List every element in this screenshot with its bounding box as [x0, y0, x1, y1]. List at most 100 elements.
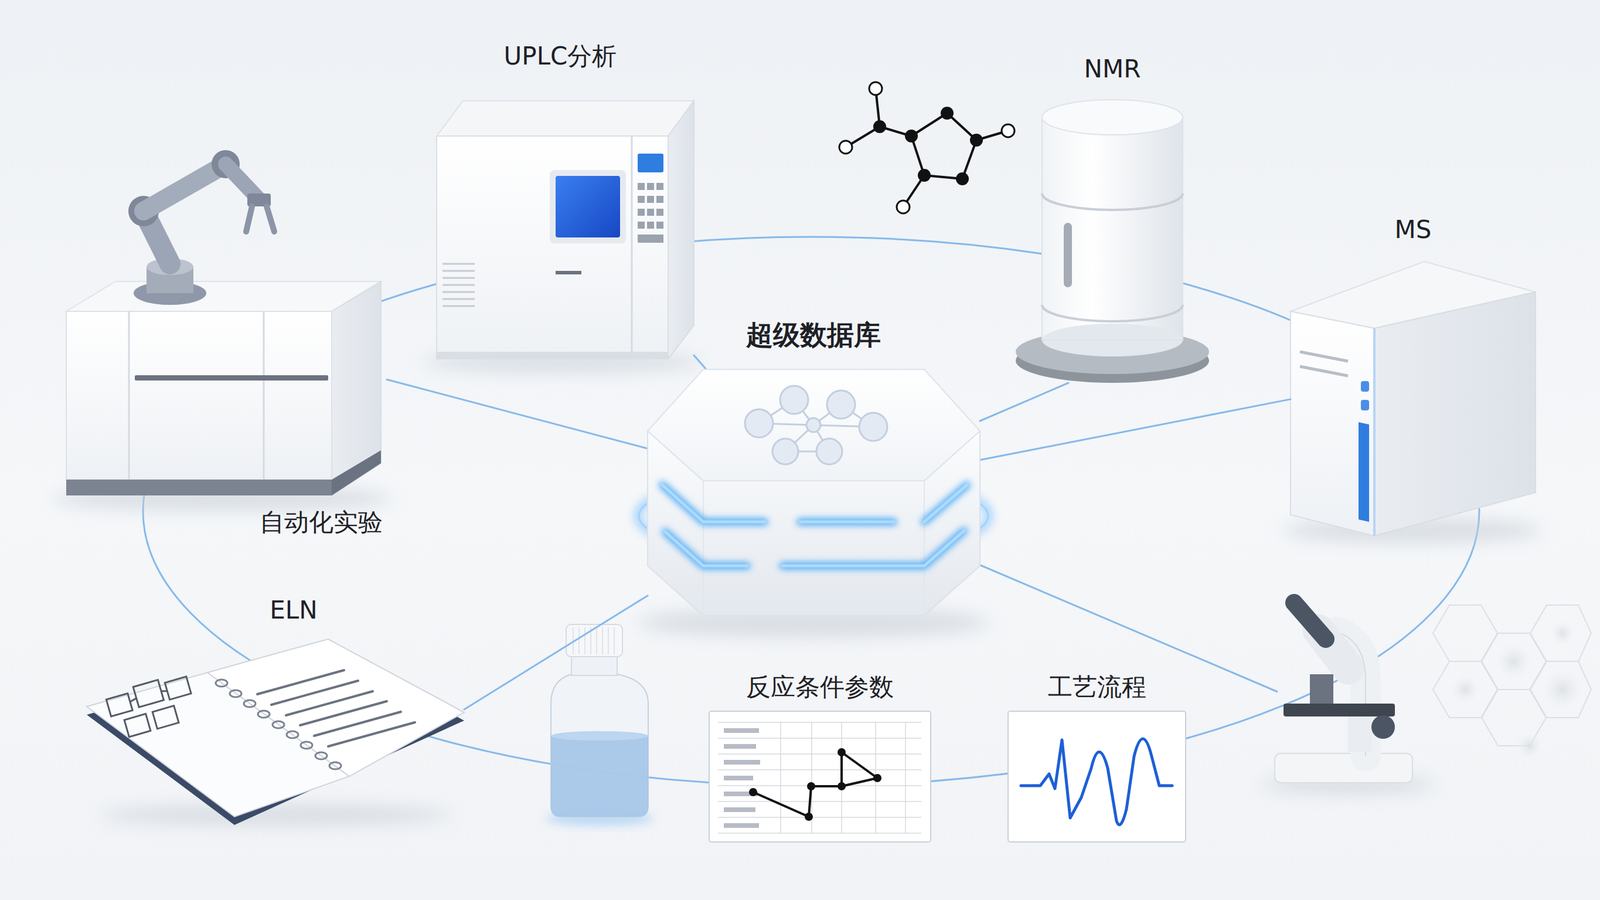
uplc-instrument-part-part [442, 284, 475, 287]
notebook-icon-part-part [161, 689, 168, 693]
ms-instrument-part [1360, 399, 1370, 411]
cell-pattern-part [1496, 643, 1532, 679]
parameter-table-part-part [780, 722, 782, 833]
parameter-table-part-part [717, 768, 922, 771]
nmr-magnet-part [1042, 99, 1183, 135]
parameter-table-part-part [723, 807, 756, 812]
cell-pattern-part-part [1432, 661, 1498, 718]
robot-cabinet-part [128, 311, 131, 480]
parameter-table-part [723, 727, 761, 828]
uplc-instrument-part-part [647, 221, 655, 229]
uplc-instrument-part [436, 100, 694, 136]
node-label: 工艺流程 [1047, 672, 1147, 701]
uplc-instrument-part [442, 263, 475, 306]
molecule-icon [839, 82, 1015, 214]
uplc-instrument-part [631, 135, 633, 359]
hexagon-shape-part [702, 480, 704, 616]
cell-pattern-part-part [1530, 661, 1592, 718]
node-label: 自动化实验 [259, 508, 383, 537]
robot-cabinet-part [66, 311, 332, 480]
parameter-table-part [709, 710, 931, 842]
connector-line [464, 595, 648, 710]
uplc-instrument-part [436, 135, 669, 359]
reagent-bottle [545, 624, 654, 826]
parameter-table-part-part [723, 727, 759, 733]
hexagon-shape-part-part [806, 417, 821, 432]
cell-pattern-part-part [1481, 632, 1547, 690]
hexagon-shape-part-part [780, 385, 809, 414]
robot-cabinet-part [263, 311, 265, 480]
uplc-instrument-part-part [442, 270, 475, 272]
molecule-icon-part-part [917, 168, 931, 182]
molecule-icon-part-part [1001, 124, 1015, 138]
node-label: ELN [269, 596, 318, 625]
robot-cabinet-part [266, 206, 275, 232]
notebook-icon-part-part [272, 720, 285, 728]
hexagon-shape-part-part [826, 390, 856, 419]
notebook-icon-part-part [257, 710, 270, 718]
uplc-instrument-part [436, 351, 669, 359]
nmr-magnet-part [1042, 304, 1183, 322]
hexagon-shape-part-part [662, 484, 765, 522]
robot-cabinet-part [225, 164, 258, 199]
hexagon-shape-part-part [665, 531, 748, 566]
hexagon-shape-part-part [800, 518, 894, 526]
process-waveform-part [1008, 710, 1186, 842]
reagent-bottle-part-part [607, 627, 609, 655]
uplc-instrument-part [637, 182, 664, 243]
node-label: NMR [1084, 55, 1142, 84]
notebook-icon-part [257, 669, 415, 747]
parameter-table-part-part [717, 721, 922, 723]
notebook-icon-part-part [133, 679, 164, 707]
robot-cabinet-part [66, 479, 332, 496]
molecule-icon-part-part [839, 140, 853, 154]
hexagon-shape-part-part [782, 530, 965, 566]
notebook-icon-part-part [286, 730, 299, 738]
cell-pattern-part [1550, 621, 1575, 645]
reagent-bottle-part-part [613, 627, 615, 655]
hexagon-shape-part-part [782, 530, 965, 566]
notebook-icon-part-part [124, 713, 151, 737]
molecule-icon-part-part [873, 120, 887, 134]
nmr-magnet-part [1042, 117, 1183, 340]
reagent-bottle-part [550, 730, 649, 741]
microscope-part [1283, 703, 1395, 717]
hexagon-shape-part-part [772, 438, 799, 465]
hexagon-shape-part-part [924, 484, 968, 522]
reagent-bottle-part [571, 655, 618, 676]
parameter-table [709, 710, 931, 842]
robot-cabinet-part [331, 281, 381, 496]
parameter-table-part-part [749, 787, 758, 796]
uplc-instrument-part-part [647, 195, 655, 203]
molecule-icon-part-part [904, 129, 918, 143]
uplc-instrument-part [549, 169, 626, 244]
parameter-table-part-part [717, 816, 922, 818]
hexagon-shape-part-part [800, 520, 894, 524]
uplc-instrument-part-part [656, 221, 664, 229]
ms-instrument-part [1299, 351, 1348, 362]
notebook-icon-part-part [215, 679, 228, 687]
notebook-icon-part-part [328, 722, 415, 747]
hexagon-shape-part-part [665, 531, 748, 566]
eln-node: ELN [86, 594, 465, 818]
ms-instrument-part [1373, 328, 1376, 536]
automation-node: 自动化实验 [66, 134, 387, 540]
molecule-icon-part [873, 106, 983, 186]
database-hub: 超级数据库 [647, 369, 980, 616]
notebook-icon-part-part [229, 689, 242, 697]
hexagon-shape-part-part [924, 484, 968, 522]
nmr-magnet-part [1042, 193, 1183, 210]
robot-cabinet-part [134, 375, 329, 381]
reagent-bottle-part [550, 673, 649, 817]
parameter-table-part-part [804, 812, 813, 821]
uplc-instrument-part-part [656, 208, 664, 216]
parameter-table-part-part [904, 722, 907, 833]
notebook-icon-part-part [243, 699, 256, 707]
parameter-table-part [749, 747, 882, 821]
robot-cabinet [66, 150, 381, 496]
ms-instrument-part [1299, 366, 1348, 376]
molecule-icon-part-part [969, 133, 983, 147]
process-card: 工艺流程 [1008, 671, 1186, 842]
notebook-icon-part [104, 671, 199, 740]
ms-instrument-part [1360, 380, 1370, 392]
